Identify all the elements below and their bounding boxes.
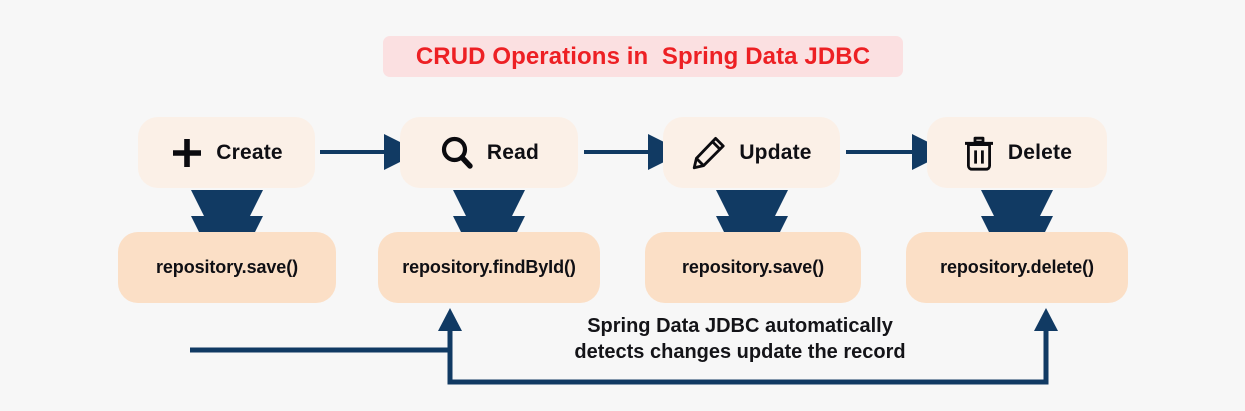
operation-label-update: Update: [739, 140, 812, 164]
operation-node-read[interactable]: Read: [400, 117, 578, 188]
caption-line-1: Spring Data JDBC automatically: [587, 315, 893, 337]
page-title: CRUD Operations in Spring Data JDBC: [415, 42, 871, 70]
method-box-delete[interactable]: repository.delete(): [906, 232, 1128, 303]
operation-node-create[interactable]: Create: [138, 117, 315, 188]
method-box-update[interactable]: repository.save(): [645, 232, 861, 303]
operation-label-delete: Delete: [1007, 140, 1073, 164]
method-box-read[interactable]: repository.findById(): [378, 232, 600, 303]
magnifier-icon: [439, 135, 475, 171]
method-label-update: repository.save(): [681, 257, 825, 277]
method-box-create[interactable]: repository.save(): [118, 232, 336, 303]
diagram-title-banner: CRUD Operations in Spring Data JDBC: [383, 36, 903, 77]
method-label-read: repository.findById(): [402, 257, 576, 277]
caption-line-2: detects changes update the record: [574, 341, 906, 363]
plus-icon: [170, 136, 204, 170]
operation-label-create: Create: [216, 140, 283, 164]
operation-node-delete[interactable]: Delete: [927, 117, 1107, 188]
method-label-create: repository.save(): [155, 257, 299, 277]
feedback-loop-left: [190, 308, 462, 353]
feedback-caption: Spring Data JDBC automatically detects c…: [525, 313, 955, 365]
operation-label-read: Read: [486, 140, 540, 164]
method-label-delete: repository.delete(): [940, 257, 1094, 277]
trash-icon: [962, 135, 996, 171]
pencil-icon: [691, 135, 727, 171]
operation-node-update[interactable]: Update: [663, 117, 840, 188]
